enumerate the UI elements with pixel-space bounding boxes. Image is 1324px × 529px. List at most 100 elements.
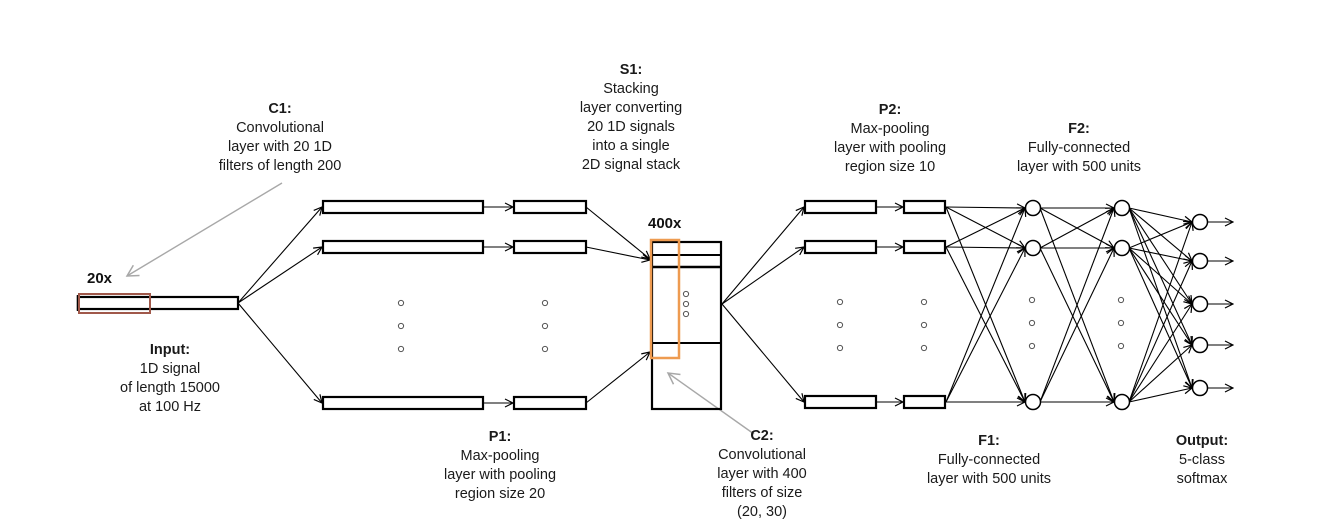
- input-to-c1-arrow: [237, 247, 322, 304]
- f2-to-output-arrow: [1128, 207, 1192, 388]
- p2-ellipsis-dot: [920, 344, 928, 352]
- f2-to-output-arrow: [1128, 261, 1192, 403]
- output-class-node: [1191, 379, 1209, 397]
- input-label: Input: 1D signal of length 15000 at 100 …: [70, 341, 270, 417]
- f1-label: F1: Fully-connected layer with 500 units: [889, 432, 1089, 489]
- f2-label-line: layer with 500 units: [1016, 159, 1142, 175]
- s1-ellipsis-dot: [682, 300, 690, 308]
- f2-to-output-arrow: [1128, 247, 1192, 345]
- p2-label-title: P2:: [878, 102, 902, 118]
- f1-unit-node: [1024, 393, 1042, 411]
- f1-label-line: Fully-connected: [937, 452, 1041, 468]
- s1-label-line: layer converting: [579, 100, 683, 116]
- f2-ellipsis-dot: [1117, 296, 1125, 304]
- p1-to-s1-arrow: [585, 352, 650, 404]
- p1-label-title: P1:: [488, 429, 512, 445]
- f1-label-line: layer with 500 units: [926, 471, 1052, 487]
- f1-unit-node: [1024, 199, 1042, 217]
- c1-label-line: Convolutional: [236, 120, 324, 136]
- c2-label-line: layer with 400: [717, 466, 807, 482]
- c2-ellipsis-dot: [836, 344, 844, 352]
- input-label-line: of length 15000: [120, 380, 220, 396]
- p1-label-line: layer with pooling: [443, 467, 557, 483]
- c2-multiplier-label: 400x: [648, 215, 682, 232]
- f2-to-output-arrow: [1128, 222, 1192, 249]
- f2-unit-node: [1113, 393, 1131, 411]
- p2-to-f1-arrow: [945, 208, 1025, 403]
- s1-ellipsis-dot: [682, 290, 690, 298]
- c2-label-title: C2:: [750, 428, 774, 444]
- output-label: Output: 5-class softmax: [1142, 432, 1262, 489]
- p2-pooled-map: [902, 394, 947, 410]
- f2-to-output-arrow: [1128, 388, 1192, 403]
- c1-label-line: layer with 20 1D: [228, 139, 332, 155]
- output-class-node: [1191, 295, 1209, 313]
- input-signal-bar: [76, 295, 240, 311]
- c2-annotation-arrow: [666, 372, 755, 435]
- f2-to-output-arrow: [1128, 222, 1192, 403]
- f2-to-output-arrow: [1128, 207, 1192, 304]
- f2-to-output-arrow: [1128, 304, 1192, 403]
- c1-label: C1: Convolutional layer with 20 1D filte…: [180, 100, 380, 176]
- s1-label-line: 2D signal stack: [581, 157, 681, 173]
- c2-filter-highlight: [649, 238, 681, 360]
- p2-to-f1-arrow: [945, 208, 1025, 248]
- c1-feature-map: [321, 199, 485, 215]
- p2-ellipsis-dot: [920, 298, 928, 306]
- p1-ellipsis-dot: [541, 299, 549, 307]
- c1-ellipsis-dot: [397, 299, 405, 307]
- input-label-line: 1D signal: [139, 361, 201, 377]
- f2-label-line: Fully-connected: [1027, 140, 1131, 156]
- input-to-c1-arrow: [237, 207, 322, 304]
- p1-to-s1-arrow: [585, 206, 650, 259]
- p1-pooled-map: [512, 199, 588, 215]
- c1-ellipsis-dot: [397, 322, 405, 330]
- p1-ellipsis-dot: [541, 345, 549, 353]
- c2-label: C2: Convolutional layer with 400 filters…: [662, 427, 862, 522]
- c2-label-line: Convolutional: [718, 447, 806, 463]
- s1-label: S1: Stacking layer converting 20 1D sign…: [531, 61, 731, 175]
- f1-ellipsis-dot: [1028, 319, 1036, 327]
- c1-label-line: filters of length 200: [218, 158, 342, 174]
- p1-pooled-map: [512, 395, 588, 411]
- c2-feature-map: [803, 394, 878, 410]
- c1-annotation-arrow: [125, 182, 283, 277]
- f1-label-title: F1:: [978, 433, 1000, 449]
- f1-ellipsis-dot: [1028, 296, 1036, 304]
- p2-label-line: layer with pooling: [833, 140, 947, 156]
- s1-label-title: S1:: [619, 62, 643, 78]
- output-class-node: [1191, 336, 1209, 354]
- output-label-line: 5-class: [1179, 452, 1225, 468]
- s1-to-c2-arrow: [721, 207, 804, 305]
- f2-label: F2: Fully-connected layer with 500 units: [979, 120, 1179, 177]
- s1-to-c2-arrow: [721, 303, 804, 402]
- f2-ellipsis-dot: [1117, 342, 1125, 350]
- p1-label-line: Max-pooling: [460, 448, 540, 464]
- p2-label: P2: Max-pooling layer with pooling regio…: [790, 101, 990, 177]
- f2-to-output-arrow: [1128, 247, 1192, 388]
- c1-filter-highlight: [78, 293, 151, 314]
- f2-ellipsis-dot: [1117, 319, 1125, 327]
- f2-unit-node: [1113, 199, 1131, 217]
- layer-shapes: [76, 199, 1209, 411]
- s1-ellipsis-dot: [682, 310, 690, 318]
- output-class-node: [1191, 213, 1209, 231]
- f2-to-output-arrow: [1128, 207, 1192, 222]
- c2-feature-map: [803, 239, 878, 255]
- input-label-title: Input:: [149, 342, 191, 358]
- p1-ellipsis-dot: [541, 322, 549, 330]
- s1-label-line: into a single: [592, 138, 670, 154]
- c2-label-line: (20, 30): [737, 504, 787, 520]
- f2-to-output-arrow: [1128, 345, 1192, 403]
- f2-to-output-arrow: [1128, 247, 1192, 304]
- output-label-line: softmax: [1176, 471, 1228, 487]
- f2-label-title: F2:: [1068, 121, 1090, 137]
- c1-label-title: C1:: [268, 101, 292, 117]
- p1-label-line: region size 20: [454, 486, 546, 502]
- p1-pooled-map: [512, 239, 588, 255]
- f2-to-output-arrow: [1128, 247, 1192, 261]
- p2-pooled-map: [902, 199, 947, 215]
- c2-ellipsis-dot: [836, 298, 844, 306]
- f1-unit-node: [1024, 239, 1042, 257]
